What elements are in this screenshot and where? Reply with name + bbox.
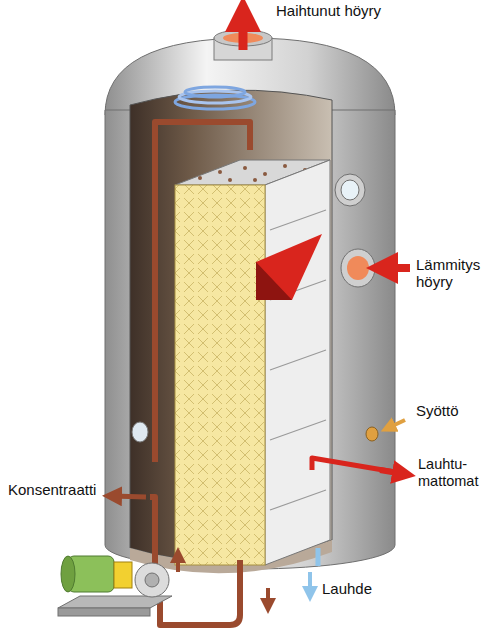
- plate-pack-part-part: [218, 170, 222, 174]
- condensate-outlet-part: [316, 548, 321, 566]
- side-nozzles-part: [347, 256, 369, 280]
- plate-pack: [175, 160, 330, 565]
- side-nozzles-part: [335, 174, 365, 206]
- heating-coil-part: [185, 87, 245, 97]
- noncondensable-outlet-part: [380, 470, 404, 474]
- inner-pipe-part: [132, 422, 148, 442]
- side-nozzles: [335, 174, 410, 287]
- plate-pack-part-part: [270, 490, 326, 510]
- plate-pack-part-part: [243, 166, 247, 170]
- concentrate-piping-part: [176, 555, 180, 572]
- plate-pack-part-part: [270, 210, 326, 230]
- concentrate-piping-part: [112, 496, 146, 497]
- side-nozzles-part: [341, 249, 375, 287]
- pump-part: [135, 563, 169, 597]
- plate-pack-part: [175, 185, 265, 565]
- plate-pack-part-part: [270, 420, 326, 440]
- concentrate-piping-part: [160, 560, 240, 625]
- top-nozzle-part: [239, 14, 248, 50]
- plate-pack-part: [265, 160, 330, 565]
- plate-pack-part-part: [263, 172, 267, 176]
- plate-pack-part-part: [283, 164, 287, 168]
- pump-part: [58, 596, 172, 608]
- steam-deflector-part: [256, 234, 322, 300]
- pump-part: [145, 573, 159, 587]
- heating-coil: [175, 87, 255, 109]
- pump: [58, 556, 172, 616]
- pump-part: [58, 608, 150, 616]
- plate-pack-part-part: [270, 350, 326, 370]
- noncondensable-outlet: [312, 458, 404, 474]
- feed-inlet-part: [366, 427, 378, 441]
- outlet-label: Lauhde: [322, 580, 372, 597]
- concentrate-piping-part: [150, 497, 155, 572]
- feed-inlet: [366, 420, 405, 441]
- concentrate-piping-part: [266, 588, 270, 606]
- outlet-label: Lauhtu- mattomat: [418, 456, 490, 490]
- side-nozzles-part: [382, 264, 410, 272]
- outlet-label: Konsentraatti: [8, 481, 96, 498]
- plate-pack-part-part: [253, 178, 257, 182]
- inlet-label: Lämmitys höyry: [416, 256, 490, 290]
- pump-part: [114, 562, 132, 588]
- vessel-shell: [105, 38, 395, 573]
- steam-deflector: [256, 234, 322, 300]
- inlet-label: Syöttö: [416, 402, 459, 419]
- condensate-outlet-part: [308, 572, 312, 594]
- plate-pack-part-part: [198, 176, 202, 180]
- pump-part: [61, 556, 75, 592]
- outlet-label: Haihtunut höyry: [276, 2, 381, 19]
- plate-pack-part-part: [228, 178, 232, 182]
- side-nozzles-part: [341, 180, 359, 200]
- top-nozzle: [214, 14, 272, 60]
- steam-deflector-part: [256, 262, 292, 300]
- condensate-outlet: [310, 548, 318, 594]
- feed-inlet-part: [388, 420, 405, 428]
